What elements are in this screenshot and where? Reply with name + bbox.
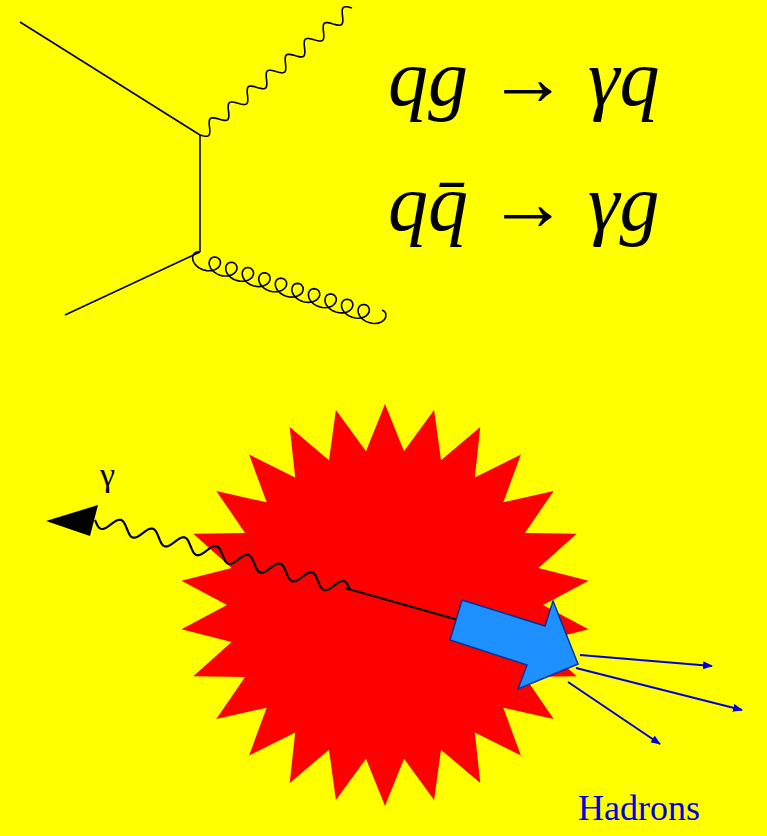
hadrons-label: Hadrons [578, 790, 700, 826]
hadron-arrows [568, 655, 742, 744]
photon-label: γ [100, 458, 115, 492]
photon-line [95, 520, 350, 590]
process-formula: qq̄ → γg [388, 163, 660, 243]
gluon-line [193, 252, 386, 324]
jet-arrow [450, 600, 578, 689]
photon-arrowhead [46, 505, 98, 536]
process-formula: qg → γq [388, 38, 660, 118]
fermion-lines [20, 22, 200, 315]
collision-star [182, 404, 589, 806]
photon-line [200, 7, 352, 137]
